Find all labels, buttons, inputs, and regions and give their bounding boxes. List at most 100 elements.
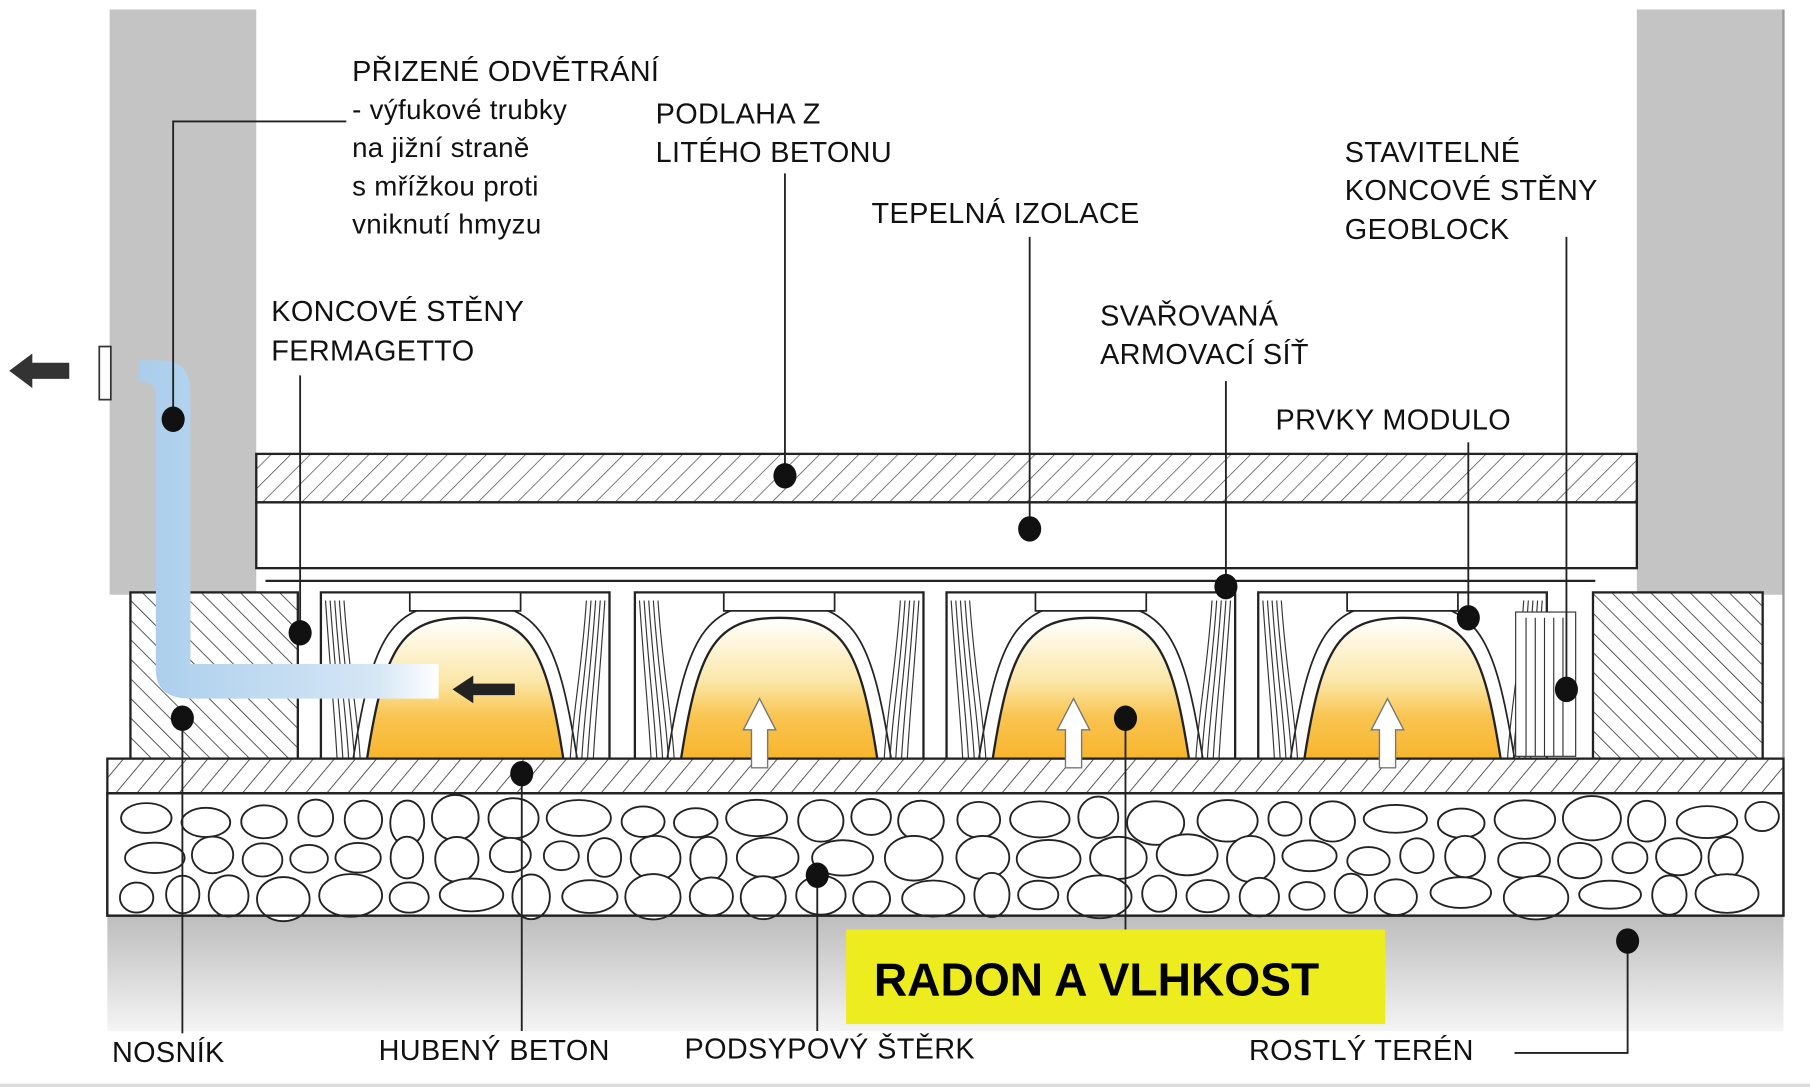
gravel-stone xyxy=(256,876,311,923)
floor-label-1: PODLAHA Z xyxy=(656,99,821,131)
geoblock-label-3: GEOBLOCK xyxy=(1345,214,1510,246)
ventilation-desc-3: s mřížkou proti xyxy=(352,170,539,201)
mesh-label-2: ARMOVACÍ SÍŤ xyxy=(1100,338,1309,371)
gravel-stone xyxy=(297,798,335,838)
gravel-stone xyxy=(241,842,284,878)
gravel-stones xyxy=(119,794,1780,923)
gravel-stone xyxy=(1744,800,1780,833)
mesh-label-1: SVAŘOVANÁ xyxy=(1100,300,1279,333)
gravel-stone xyxy=(1429,876,1492,909)
ground-label: ROSTLÝ TERÉN xyxy=(1249,1034,1474,1067)
lean-concrete-label: HUBENÝ BETON xyxy=(379,1034,610,1067)
gravel-stone xyxy=(1502,875,1570,921)
ventilation-desc-2: na jižní straně xyxy=(352,132,530,163)
radon-label: RADON A VLHKOST xyxy=(874,953,1319,1005)
gravel-stone xyxy=(725,798,788,838)
up-arrow-icon xyxy=(742,697,777,769)
gravel-stone xyxy=(1373,878,1418,916)
gravel-stone xyxy=(318,873,384,918)
gravel-label: PODSYPOVÝ ŠTĚRK xyxy=(685,1032,976,1066)
leader-lines xyxy=(172,120,1629,1054)
gravel-stone xyxy=(334,841,382,874)
fermagetto-label-1: KONCOVÉ STĚNY xyxy=(271,295,524,328)
geoblock-label-1: STAVITELNÉ xyxy=(1345,136,1521,169)
gravel-stone xyxy=(688,876,734,917)
gravel-stone xyxy=(1226,835,1276,883)
gravel-stone xyxy=(1578,879,1642,910)
modulo-layer xyxy=(319,591,1548,760)
gravel-stone xyxy=(1288,881,1326,911)
modulo-dome xyxy=(633,591,925,760)
up-arrow-icon xyxy=(1370,697,1405,769)
gravel-stone xyxy=(1066,874,1133,920)
right-wall xyxy=(1636,9,1784,595)
ventilation-desc-1: - výfukové trubky xyxy=(352,94,567,125)
gravel-stone xyxy=(240,804,288,840)
gravel-stone xyxy=(850,798,892,836)
exhaust-arrow-icon xyxy=(9,353,70,389)
gravel-stone xyxy=(542,840,580,872)
gravel-stone xyxy=(1141,874,1178,913)
gravel-stone xyxy=(689,835,728,883)
floor-label-2: LITÉHO BETONU xyxy=(656,136,892,169)
gravel-stone xyxy=(973,871,1011,918)
up-arrow-icon xyxy=(1056,697,1091,769)
gravel-stone xyxy=(1017,879,1060,911)
ventilation-title: PŘIZENÉ ODVĚTRÁNÍ xyxy=(352,55,659,88)
beam-label: NOSNÍK xyxy=(112,1036,225,1069)
gravel-stone xyxy=(1089,835,1148,880)
gravel-stone xyxy=(739,875,787,921)
gravel-stone xyxy=(434,836,480,883)
lean-concrete-layer xyxy=(106,757,1785,795)
gravel-stone xyxy=(190,835,235,875)
gravel-stone xyxy=(586,837,623,878)
gravel-stone xyxy=(431,794,480,842)
insulation-label: TEPELNÁ IZOLACE xyxy=(872,197,1140,230)
radon-arrows xyxy=(742,697,1405,769)
gravel-stone xyxy=(545,799,612,837)
gravel-stone xyxy=(1707,835,1744,880)
modulo-dome xyxy=(945,591,1237,760)
gravel-stone xyxy=(883,834,944,882)
modulo-label: PRVKY MODULO xyxy=(1276,405,1512,437)
gravel-stone xyxy=(1651,874,1688,916)
gravel-stone xyxy=(488,836,532,874)
ventilation-desc-4: vniknutí hmyzu xyxy=(352,208,542,239)
gravel-stone xyxy=(1694,873,1760,914)
gravel-stone xyxy=(1497,841,1551,879)
insect-grille xyxy=(98,345,112,401)
gravel-stone xyxy=(124,841,186,874)
gravel-stone xyxy=(561,879,619,914)
gravel-stone xyxy=(1015,839,1082,879)
gravel-stone xyxy=(1611,841,1649,875)
gravel-stone xyxy=(956,800,1002,839)
gravel-stone xyxy=(1196,799,1259,843)
gravel-stone xyxy=(735,836,800,879)
gravel-stone xyxy=(1562,795,1622,842)
gravel-stone xyxy=(1126,800,1186,846)
gravel-stone xyxy=(343,799,384,840)
gravel-stone xyxy=(1362,803,1428,834)
gravel-stone xyxy=(289,843,329,874)
modulo-dome xyxy=(1257,591,1548,760)
gravel-stone xyxy=(180,806,232,838)
gravel-stone xyxy=(1009,800,1071,839)
gravel-stone xyxy=(620,805,666,838)
floor-concrete-layer xyxy=(255,452,1639,504)
gravel-stone xyxy=(797,799,845,843)
gravel-stone xyxy=(1267,801,1303,837)
radon-highlight-box xyxy=(846,929,1386,1025)
gravel-stone xyxy=(388,881,430,914)
fermagetto-label-2: FERMAGETTO xyxy=(271,335,474,367)
gravel-stone xyxy=(955,835,1011,880)
gravel-stone xyxy=(673,807,719,839)
gravel-stone xyxy=(1444,834,1486,879)
ventilation-pipe xyxy=(138,360,439,699)
gravel-stone xyxy=(487,797,540,840)
gravel-stone xyxy=(1437,807,1486,839)
leader-dots xyxy=(161,406,1640,954)
gravel-stone xyxy=(1399,837,1435,875)
gravel-stone xyxy=(119,881,155,914)
gravel-stone xyxy=(1281,839,1338,873)
